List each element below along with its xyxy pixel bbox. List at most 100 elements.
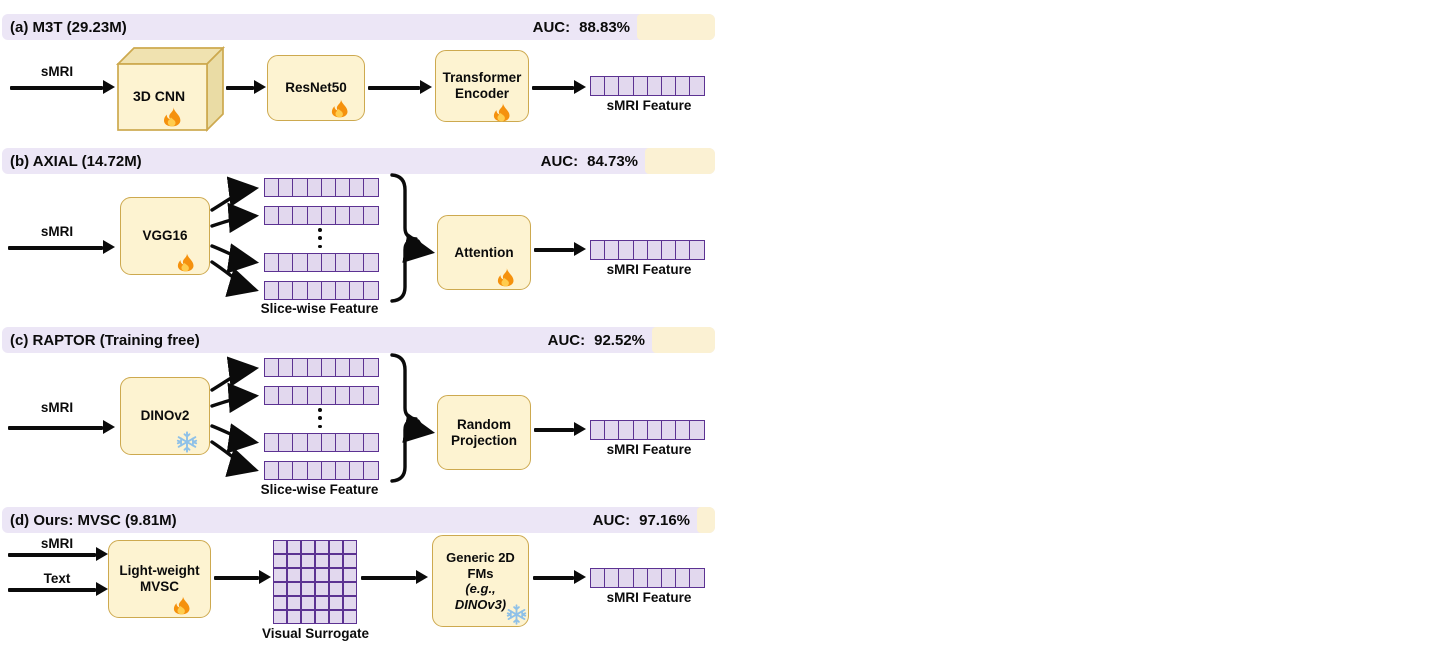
grid-cell <box>343 610 357 624</box>
feature-cell <box>689 240 706 260</box>
grid-cell <box>329 610 343 624</box>
grid-cell <box>301 582 315 596</box>
grid-cell <box>287 540 301 554</box>
slice-feature-row <box>264 253 380 272</box>
block-3d-cnn <box>108 44 228 136</box>
grid-cell <box>315 540 329 554</box>
grid-cell <box>273 554 287 568</box>
feature-row <box>590 240 706 260</box>
arrow <box>226 80 266 94</box>
block-label-line: DINOv3) <box>454 596 507 612</box>
block-label: Attention <box>454 244 514 260</box>
grid-cell <box>343 596 357 610</box>
arrow-output <box>534 422 586 436</box>
block-3d-cnn-label: 3D CNN <box>132 88 186 104</box>
grid-cell <box>315 582 329 596</box>
feature-cell <box>363 178 380 197</box>
input-label-smri: sMRI <box>40 536 74 551</box>
output-label: sMRI Feature <box>606 262 692 277</box>
fire-icon <box>497 267 514 287</box>
block-transformer-encoder: Transformer Encoder <box>435 50 529 122</box>
block-generic-2d-fms: Generic 2D FMs (e.g., DINOv3) <box>432 535 529 627</box>
feature-row <box>590 420 706 440</box>
slice-feature-row <box>264 206 380 225</box>
panel-title: (c) RAPTOR (Training free) <box>10 331 200 349</box>
output-label: sMRI Feature <box>606 590 692 605</box>
input-label-text: Text <box>43 571 71 586</box>
input-label-smri: sMRI <box>40 400 74 415</box>
auc-metric: AUC: 97.16% <box>593 512 690 529</box>
arrow <box>368 80 432 94</box>
panel-header: (d) Ours: MVSC (9.81M) AUC: 97.16% <box>2 507 715 533</box>
auc-label: AUC: <box>532 18 571 36</box>
block-label: DINOv2 <box>140 408 190 423</box>
grid-cell <box>329 582 343 596</box>
block-label-line: Light-weight <box>119 563 200 578</box>
panel-header: (b) AXIAL (14.72M) AUC: 84.73% <box>2 148 715 174</box>
arrow-input <box>8 582 108 596</box>
input-label-smri: sMRI <box>40 224 74 239</box>
auc-metric: AUC: 84.73% <box>541 153 638 170</box>
grid-cell <box>315 554 329 568</box>
block-label: VGG16 <box>142 228 188 243</box>
auc-highlight-bar <box>652 327 715 353</box>
block-label-line: FMs <box>467 565 494 581</box>
grid-cell <box>287 610 301 624</box>
arrow-input <box>10 80 115 94</box>
panel-title: (a) M3T (29.23M) <box>10 18 127 36</box>
grid-cell <box>329 554 343 568</box>
feature-cell <box>363 253 380 272</box>
panel-mvsc: (d) Ours: MVSC (9.81M) AUC: 97.16% sMRI … <box>0 507 722 647</box>
snowflake-icon <box>506 604 527 625</box>
block-label-line: Random <box>457 416 511 432</box>
block-label-line: Generic 2D <box>446 550 515 565</box>
slice-feature-row <box>264 461 380 480</box>
grid-cell <box>329 596 343 610</box>
grid-cell <box>329 568 343 582</box>
grid-cell <box>315 610 329 624</box>
feature-cell <box>363 461 380 480</box>
slice-feature-row <box>264 386 380 405</box>
block-resnet50: ResNet50 <box>267 55 365 121</box>
feature-row <box>590 76 706 96</box>
visual-surrogate-grid <box>273 540 357 624</box>
feature-cell <box>363 358 380 377</box>
grid-cell <box>343 582 357 596</box>
panel-axial: (b) AXIAL (14.72M) AUC: 84.73% sMRI VGG1… <box>0 148 722 320</box>
grid-cell <box>273 540 287 554</box>
auc-label: AUC: <box>540 152 579 170</box>
arrow <box>361 570 428 584</box>
output-label: sMRI Feature <box>606 98 692 113</box>
input-label-smri: sMRI <box>40 64 74 79</box>
arrow-input <box>8 420 115 434</box>
auc-label: AUC: <box>547 331 586 349</box>
grid-cell <box>343 540 357 554</box>
panel-title: (b) AXIAL (14.72M) <box>10 152 142 170</box>
block-attention: Attention <box>437 215 531 290</box>
auc-value: 92.52% <box>594 331 645 349</box>
grid-cell <box>287 554 301 568</box>
fire-icon <box>177 252 194 272</box>
panel-header: (c) RAPTOR (Training free) AUC: 92.52% <box>2 327 715 353</box>
feature-cell <box>689 420 706 440</box>
block-label: ResNet50 <box>285 80 347 95</box>
grid-cell <box>301 554 315 568</box>
feature-cell <box>363 206 380 225</box>
feature-cell <box>363 386 380 405</box>
block-lightweight-mvsc: Light-weight MVSC <box>108 540 211 618</box>
arrow-output <box>532 80 586 94</box>
fire-icon <box>493 102 510 122</box>
arrow-output <box>534 242 586 256</box>
grid-cell <box>287 568 301 582</box>
snowflake-icon <box>176 431 198 453</box>
slice-feature-row <box>264 358 380 377</box>
grid-cell <box>343 554 357 568</box>
block-label-line: (e.g., <box>465 581 496 596</box>
grid-cell <box>315 568 329 582</box>
block-vgg16: VGG16 <box>120 197 210 275</box>
panel-raptor: (c) RAPTOR (Training free) AUC: 92.52% s… <box>0 327 722 503</box>
arrow-output <box>533 570 586 584</box>
grid-cell <box>273 582 287 596</box>
arrow <box>214 570 271 584</box>
auc-highlight-bar <box>697 507 715 533</box>
